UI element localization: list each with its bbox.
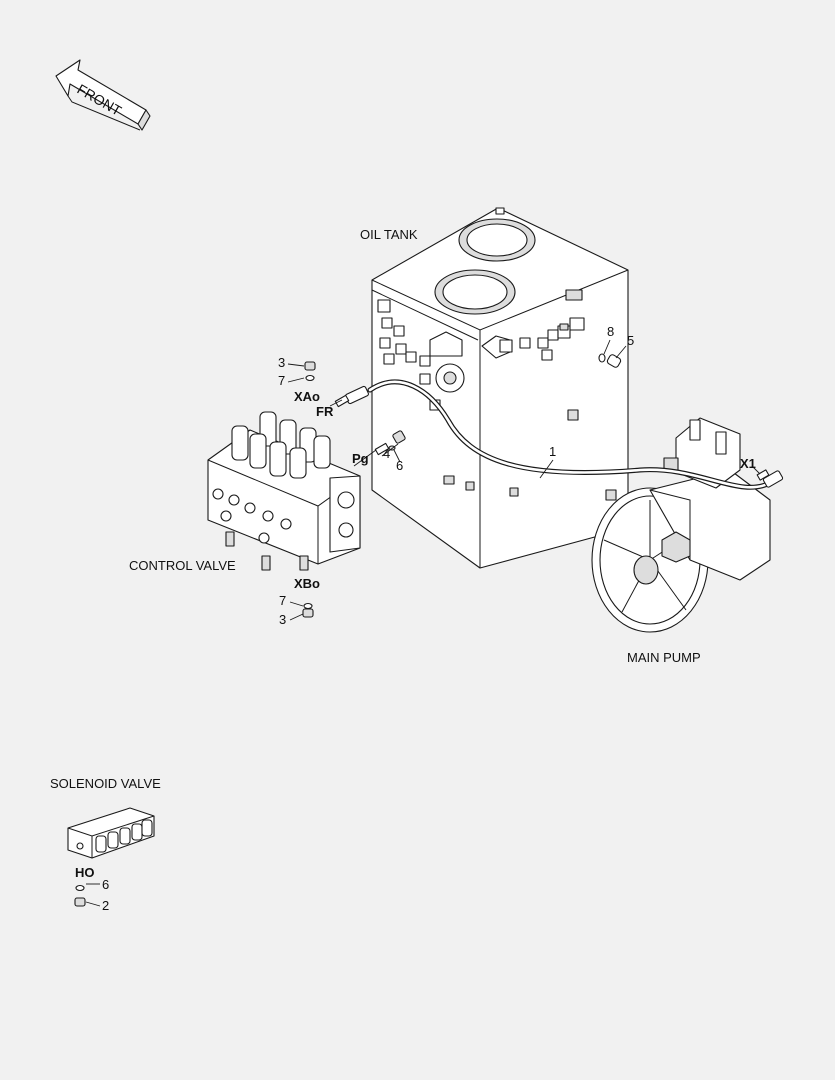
part-3-top: 3 [278,355,286,370]
leader-lines [85,339,761,907]
main-pump-label: MAIN PUMP [627,650,701,665]
fittings [74,353,770,907]
control-valve [207,411,361,571]
part-3-bottom: 3 [279,612,287,627]
port-xbo-label: XBo [294,576,320,591]
solenoid-valve [67,807,155,859]
part-2: 2 [102,898,110,913]
port-xao-label: XAo [294,389,320,404]
oil-tank-label: OIL TANK [360,227,418,242]
oil-tank [371,207,629,569]
pilot-hose [345,379,784,490]
port-fr-label: FR [316,404,334,419]
tank-front-fittings [481,317,617,501]
part-8: 8 [607,324,615,339]
port-x1-label: X1 [740,456,756,471]
main-pump [591,417,771,633]
part-5: 5 [627,333,635,348]
part-6-sol: 6 [102,877,110,892]
part-7-top: 7 [278,373,286,388]
control-valve-spools [231,411,331,479]
control-valve-label: CONTROL VALVE [129,558,236,573]
part-7-bottom: 7 [279,593,287,608]
port-ho-label: HO [75,865,95,880]
tank-side-fittings [377,299,475,491]
part-6-pg: 6 [396,458,404,473]
solenoid-valve-label: SOLENOID VALVE [50,776,161,791]
part-4: 4 [383,446,391,461]
part-1: 1 [549,444,557,459]
port-pg-label: Pg [352,451,369,466]
front-arrow-icon: FRONT [55,59,151,131]
